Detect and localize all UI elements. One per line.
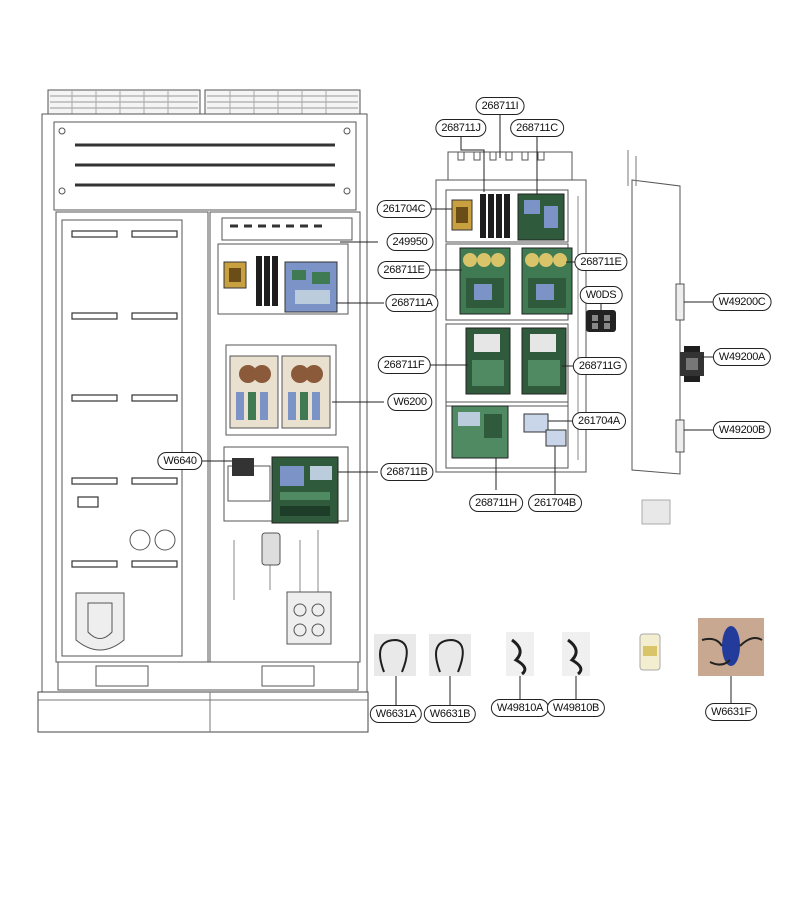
callout-268711F: 268711F <box>377 356 431 374</box>
callout-268711H: 268711H <box>469 494 523 512</box>
relay-W6640 <box>232 458 254 476</box>
callout-W0DS: W0DS <box>579 286 623 304</box>
cable-W49810A <box>506 632 534 676</box>
fan-grille <box>47 89 361 115</box>
callout-268711A: 268711A <box>385 294 439 312</box>
cable-W49810B <box>562 632 590 676</box>
sensor-box <box>261 532 281 566</box>
cable-W6631B <box>429 634 471 676</box>
module-261704B <box>545 429 567 447</box>
harness-W6631F <box>698 618 764 676</box>
side-view <box>627 150 685 475</box>
breaker-W49200A <box>680 346 704 382</box>
outdoor-unit-cabinet <box>37 89 369 733</box>
callout-W6631F: W6631F <box>705 703 757 721</box>
callout-268711E-left: 268711E <box>377 261 431 279</box>
callout-261704C: 261704C <box>376 200 432 218</box>
board-268711A <box>284 261 338 313</box>
filter-boards-W6200 <box>229 355 331 429</box>
left-bay-components <box>223 256 339 524</box>
small-part-label <box>641 499 671 525</box>
callout-W6640: W6640 <box>157 452 203 470</box>
callout-268711J: 268711J <box>435 119 487 137</box>
callout-261704B: 261704B <box>528 494 582 512</box>
callout-268711C: 268711C <box>510 119 564 137</box>
callout-W49200B: W49200B <box>712 421 772 439</box>
module-261704A <box>523 413 549 433</box>
cable-W6631A <box>374 634 416 676</box>
panel-components <box>451 193 616 459</box>
callout-W49200A: W49200A <box>712 348 772 366</box>
leader-lines <box>198 113 732 706</box>
callout-268711B: 268711B <box>380 463 434 481</box>
fuse-part <box>639 633 661 671</box>
part-W0DS <box>586 310 616 332</box>
electrical-panel <box>435 151 587 473</box>
callout-W6631A: W6631A <box>369 705 423 723</box>
callout-W6631B: W6631B <box>423 705 477 723</box>
callout-268711I: 268711I <box>475 97 525 115</box>
callout-W49810A: W49810A <box>490 699 550 717</box>
callout-268711G: 268711G <box>572 357 628 375</box>
callout-W49200C: W49200C <box>712 293 772 311</box>
callout-W6200: W6200 <box>387 393 433 411</box>
callout-261704A: 261704A <box>572 412 626 430</box>
callout-268711E-right: 268711E <box>574 253 628 271</box>
callout-W49810B: W49810B <box>546 699 606 717</box>
callout-249950: 249950 <box>386 233 434 251</box>
